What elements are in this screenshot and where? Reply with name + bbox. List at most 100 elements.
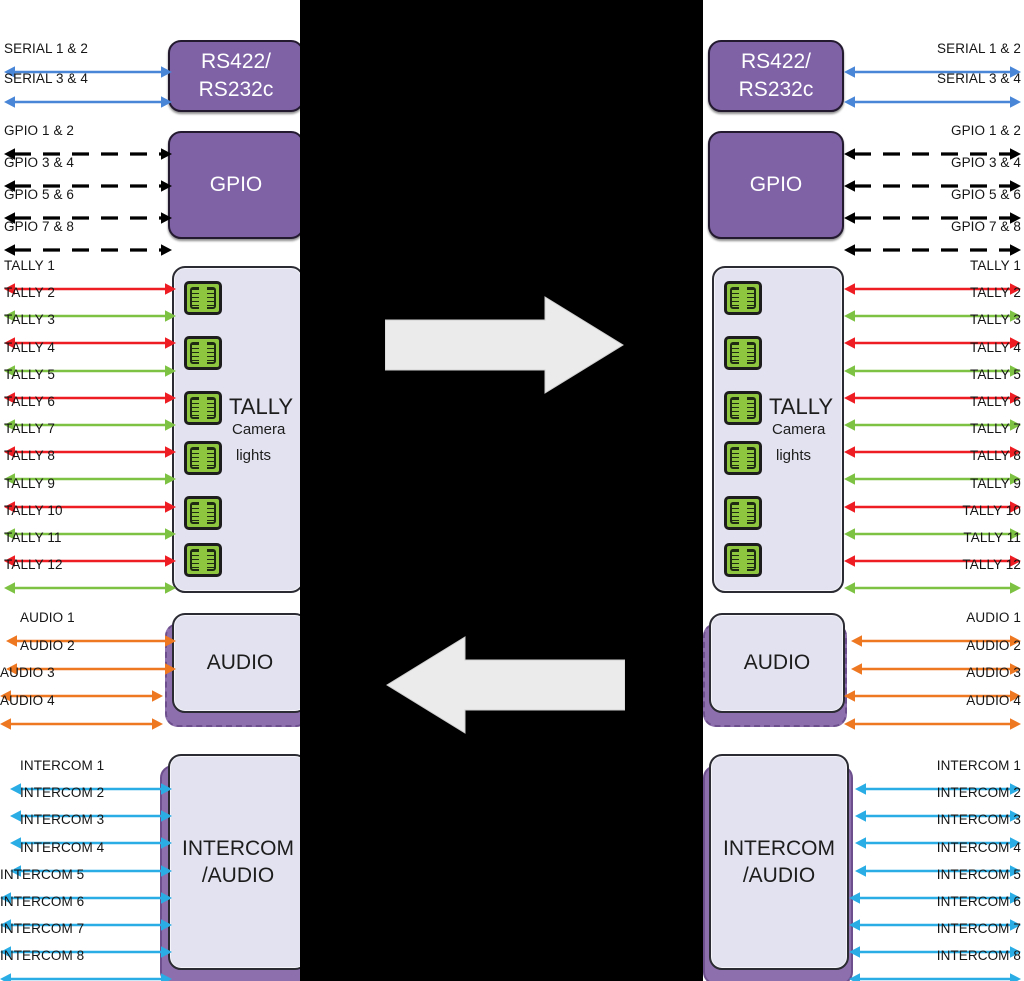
signal-intercom-4-label: INTERCOM 4	[936, 839, 1021, 855]
block-tally-right: TALLY Camera lights	[712, 266, 844, 593]
signal-tally-3: TALLY 3	[844, 312, 1021, 350]
signal-tally-3-label: TALLY 3	[970, 312, 1021, 328]
signal-intercom-8: INTERCOM 8	[0, 948, 172, 981]
signal-tally-1: TALLY 1	[4, 258, 176, 295]
block-audio-right: AUDIO	[709, 613, 845, 713]
signal-tally-11: TALLY 11	[4, 530, 176, 567]
signal-audio-2: AUDIO 2	[6, 638, 176, 675]
tally-connector-2	[184, 336, 222, 370]
signal-intercom-5: INTERCOM 5	[0, 866, 172, 904]
block-tally-sub-line2: lights	[776, 447, 812, 464]
signal-intercom-3-label: INTERCOM 3	[936, 812, 1021, 828]
signal-gpio-2-label: GPIO 3 & 4	[4, 155, 75, 170]
signal-tally-1-label: TALLY 1	[4, 258, 55, 273]
tally-connector-4	[724, 441, 762, 475]
tally-connector-6	[184, 543, 222, 577]
signal-tally-12: TALLY 12	[844, 557, 1021, 594]
signal-gpio-1: GPIO 1 & 2	[4, 123, 172, 160]
block-intercom-label-line2: /AUDIO	[742, 864, 816, 887]
signal-serial-2: SERIAL 3 & 4	[844, 71, 1021, 108]
signal-tally-8-label: TALLY 8	[970, 448, 1021, 464]
signal-tally-5-label: TALLY 5	[970, 366, 1021, 382]
signal-tally-4: TALLY 4	[4, 339, 176, 377]
signal-tally-5: TALLY 5	[844, 366, 1021, 404]
signal-intercom-3: INTERCOM 3	[855, 812, 1021, 850]
block-audio-label: AUDIO	[206, 651, 274, 675]
signal-tally-10-label: TALLY 10	[4, 502, 63, 518]
signal-audio-2: AUDIO 2	[851, 638, 1021, 675]
block-serial-label-line2: RS232c	[198, 78, 274, 101]
signal-gpio-3: GPIO 5 & 6	[844, 187, 1021, 224]
signal-tally-12-label: TALLY 12	[4, 557, 63, 573]
signal-tally-2: TALLY 2	[4, 285, 176, 322]
signal-tally-3: TALLY 3	[4, 312, 176, 350]
signal-intercom-4-label: INTERCOM 4	[20, 839, 105, 855]
tally-connector-5	[184, 496, 222, 530]
signal-audio-1-label: AUDIO 1	[966, 610, 1021, 625]
block-tally-label: TALLY	[229, 394, 293, 419]
block-gpio-left: GPIO	[168, 131, 300, 239]
block-intercom-label-line1: INTERCOM	[182, 836, 294, 860]
block-intercom-left: INTERCOM /AUDIO	[168, 754, 300, 970]
tally-connector-2	[724, 336, 762, 370]
block-intercom-right: INTERCOM /AUDIO	[709, 754, 849, 970]
signal-audio-3-label: AUDIO 3	[966, 665, 1021, 680]
signal-tally-11: TALLY 11	[844, 530, 1021, 567]
signal-intercom-7-label: INTERCOM 7	[0, 921, 85, 937]
signal-intercom-6: INTERCOM 6	[0, 894, 172, 931]
block-serial-label-line2: RS232c	[738, 78, 814, 101]
signal-intercom-5-label: INTERCOM 5	[0, 866, 85, 882]
tally-connector-6	[724, 543, 762, 577]
signal-tally-7-label: TALLY 7	[4, 421, 55, 437]
block-intercom-label-line1: INTERCOM	[723, 836, 835, 860]
block-audio-left: AUDIO	[172, 613, 300, 713]
signal-audio-4-label: AUDIO 4	[0, 692, 55, 708]
signal-tally-9-label: TALLY 9	[970, 475, 1021, 491]
signal-serial-2-label: SERIAL 3 & 4	[937, 71, 1021, 86]
signal-intercom-3-label: INTERCOM 3	[20, 812, 105, 828]
signal-tally-4-label: TALLY 4	[4, 339, 55, 355]
signal-tally-2: TALLY 2	[844, 285, 1021, 322]
signal-tally-6: TALLY 6	[4, 394, 176, 431]
block-intercom-label-line2: /AUDIO	[201, 864, 275, 887]
block-tally-sub-line1: Camera	[772, 421, 826, 438]
signal-intercom-3: INTERCOM 3	[10, 812, 172, 850]
signal-intercom-7: INTERCOM 7	[849, 921, 1021, 958]
signal-gpio-3-label: GPIO 5 & 6	[950, 187, 1021, 202]
signal-intercom-5: INTERCOM 5	[849, 866, 1021, 904]
signal-intercom-5-label: INTERCOM 5	[936, 866, 1021, 882]
signal-intercom-7-label: INTERCOM 7	[936, 921, 1021, 937]
signal-tally-10: TALLY 10	[4, 502, 176, 540]
signal-tally-1-label: TALLY 1	[970, 258, 1021, 273]
signal-audio-4-label: AUDIO 4	[966, 692, 1021, 708]
signal-tally-2-label: TALLY 2	[4, 285, 55, 301]
signal-tally-3-label: TALLY 3	[4, 312, 55, 328]
tally-connector-1	[724, 281, 762, 315]
block-gpio-label: GPIO	[749, 172, 803, 196]
signal-intercom-1-label: INTERCOM 1	[936, 758, 1021, 773]
signal-intercom-8-label: INTERCOM 8	[0, 948, 85, 964]
signal-gpio-1: GPIO 1 & 2	[844, 123, 1021, 160]
signal-tally-4-label: TALLY 4	[970, 339, 1021, 355]
signal-tally-2-label: TALLY 2	[970, 285, 1021, 301]
signal-audio-1: AUDIO 1	[6, 610, 176, 647]
signal-tally-10-label: TALLY 10	[962, 502, 1021, 518]
signal-gpio-4-label: GPIO 7 & 8	[4, 219, 75, 234]
signal-gpio-3-label: GPIO 5 & 6	[4, 187, 75, 202]
signal-tally-8: TALLY 8	[844, 448, 1021, 486]
signal-gpio-2: GPIO 3 & 4	[4, 155, 172, 192]
signal-tally-12-label: TALLY 12	[962, 557, 1021, 573]
block-tally-sub-line1: Camera	[232, 421, 286, 438]
tally-connector-4	[184, 441, 222, 475]
signal-tally-6-label: TALLY 6	[4, 394, 55, 409]
tally-connector-3	[184, 391, 222, 425]
signal-tally-4: TALLY 4	[844, 339, 1021, 377]
signal-gpio-3: GPIO 5 & 6	[4, 187, 172, 224]
signal-gpio-2-label: GPIO 3 & 4	[950, 155, 1021, 170]
signal-intercom-7: INTERCOM 7	[0, 921, 172, 958]
signal-gpio-4-label: GPIO 7 & 8	[950, 219, 1021, 234]
signal-audio-4: AUDIO 4	[0, 692, 163, 730]
signal-tally-7: TALLY 7	[4, 421, 176, 458]
signal-intercom-6-label: INTERCOM 6	[936, 894, 1021, 909]
block-tally-label: TALLY	[769, 394, 833, 419]
